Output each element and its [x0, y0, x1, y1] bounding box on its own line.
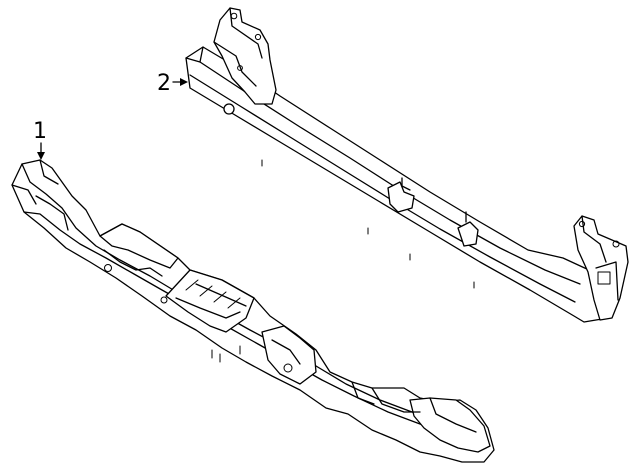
part-2-reinforcement-bar [185, 7, 629, 323]
callout-1: 1 [33, 119, 47, 160]
callout-1-label: 1 [33, 119, 47, 144]
callout-2: 2 [157, 71, 188, 96]
part-1-energy-absorber [11, 159, 495, 463]
callout-2-label: 2 [157, 71, 171, 96]
